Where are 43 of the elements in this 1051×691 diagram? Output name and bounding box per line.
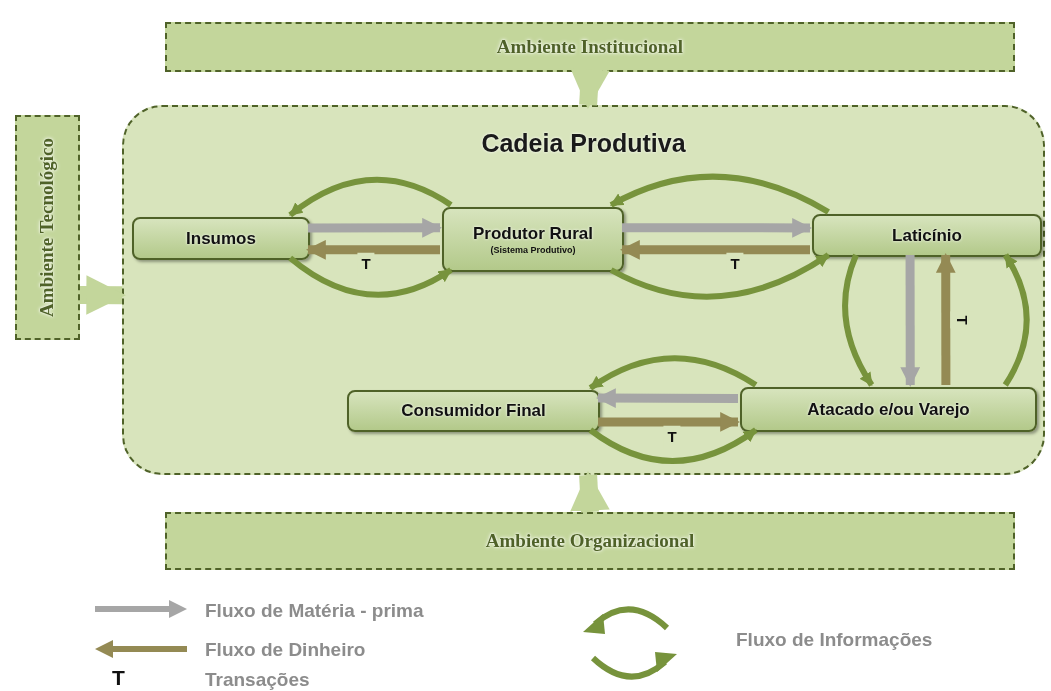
legend-label: Transações: [205, 668, 310, 691]
arrow: [596, 388, 738, 409]
stage-label: Produtor Rural: [473, 223, 593, 245]
legend-label: Fluxo de Matéria - prima: [205, 599, 424, 623]
curved-arrow: [609, 173, 830, 215]
legend-symbol: T: [112, 665, 125, 691]
arrow: [570, 68, 610, 109]
stage-label: Insumos: [186, 227, 256, 250]
arrow: [622, 218, 812, 238]
curved-arrow: [288, 255, 453, 298]
stage-box: [132, 217, 310, 260]
stage-box: [740, 387, 1037, 432]
stage-box: [442, 207, 624, 272]
curved-arrow: [1002, 253, 1030, 387]
band-title: Ambiente Organizacional: [485, 528, 695, 553]
band-title: Ambiente Institucional: [496, 34, 684, 59]
legend-label: Fluxo de Dinheiro: [205, 638, 366, 662]
legend-label: Fluxo de Informações: [736, 628, 933, 652]
stage-box: [347, 390, 600, 432]
curved-arrow: [588, 427, 758, 464]
arrow: [935, 253, 956, 385]
curved-arrow: [609, 252, 830, 300]
chain-panel: [122, 105, 1045, 475]
arrow: [79, 275, 126, 315]
environment-band: [165, 22, 1015, 72]
curved-arrow: [588, 355, 758, 391]
arrow: [570, 471, 610, 513]
stage-label: Consumidor Final: [401, 400, 546, 422]
arrow: [900, 255, 921, 387]
band-title: Ambiente Tecnológico: [35, 138, 59, 317]
curved-arrow: [842, 253, 875, 387]
environment-band: [15, 115, 80, 340]
environment-band: [165, 512, 1015, 570]
curved-arrow: [288, 177, 453, 218]
chain-title: Cadeia Produtiva: [481, 128, 686, 159]
stage-label: Atacado e/ou Varejo: [807, 398, 970, 421]
arrow: [620, 239, 810, 260]
arrow: [308, 217, 442, 238]
stage-box: [812, 214, 1042, 257]
arrow: [306, 239, 440, 260]
arrow: [598, 412, 740, 432]
stage-sublabel: (Sistema Produtivo): [490, 244, 576, 256]
stage-label: Laticínio: [892, 224, 962, 247]
